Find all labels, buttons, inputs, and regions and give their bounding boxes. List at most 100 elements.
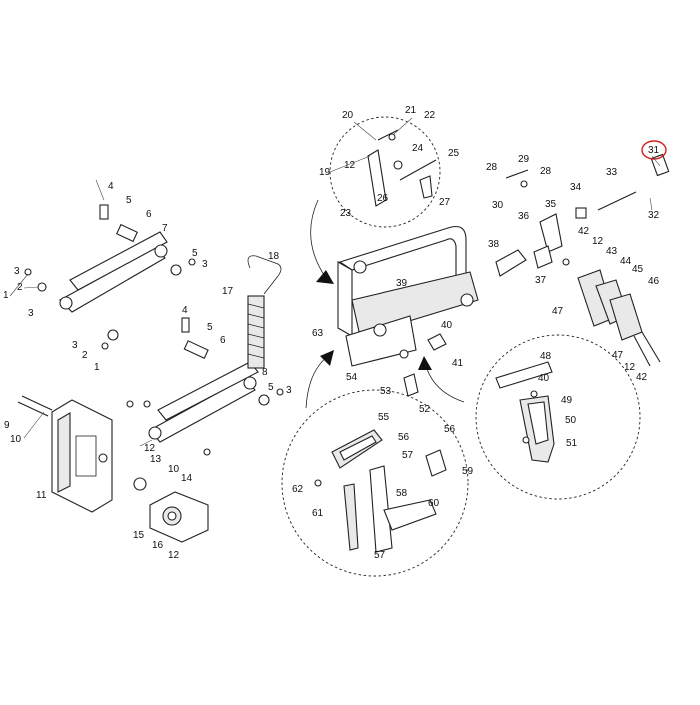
frame-crossmember [351, 271, 479, 337]
callout: 1 [94, 362, 100, 373]
nut-42 [562, 258, 570, 266]
callout: 55 [378, 412, 390, 423]
pivot-boss [148, 426, 162, 440]
callout: 6 [146, 209, 152, 220]
callout: 47 [612, 350, 624, 361]
callout: 14 [181, 473, 193, 484]
callout: 59 [462, 466, 474, 477]
callout: 7 [162, 223, 168, 234]
callout: 8 [262, 367, 268, 378]
callout: 16 [152, 540, 164, 551]
callout: 56 [444, 424, 456, 435]
callout: 37 [535, 275, 547, 286]
bracket-35 [539, 213, 563, 253]
pivot-boss [243, 376, 257, 390]
shaft-33 [597, 191, 637, 211]
callout: 4 [182, 305, 188, 316]
shank-61 [343, 483, 359, 551]
callout: 2 [82, 350, 88, 361]
washer [37, 282, 47, 292]
arm-23 [367, 149, 387, 207]
bolt [99, 204, 109, 220]
spring-coil [247, 295, 265, 369]
top-detail-parts [367, 129, 437, 207]
callout-labels: 4 5 6 7 5 3 3 2 1 3 18 17 4 5 6 3 2 1 8 … [3, 105, 660, 561]
callout: 62 [292, 484, 304, 495]
nut [143, 400, 151, 408]
shank-57 [369, 465, 393, 553]
callout: 19 [319, 167, 331, 178]
bottom-detail-parts [314, 429, 447, 553]
right-detail-parts [495, 361, 555, 463]
detail-circles [281, 116, 641, 577]
callout: 54 [346, 372, 358, 383]
bracket-hole [98, 453, 108, 463]
bushing [115, 223, 139, 243]
callout: 50 [565, 415, 577, 426]
callout: 41 [452, 358, 464, 369]
callout: 57 [402, 450, 414, 461]
pin-22 [388, 133, 396, 141]
mount-bracket [17, 395, 113, 513]
callout: 29 [518, 154, 530, 165]
washer-24 [393, 160, 403, 170]
washer [258, 394, 270, 406]
gearbox-shaft [167, 511, 177, 521]
callout: 10 [10, 434, 22, 445]
bolt [181, 317, 190, 333]
bushing [183, 340, 209, 360]
callout: 57 [374, 550, 386, 561]
arrowhead [320, 350, 334, 366]
nut [24, 268, 32, 276]
lower-arm-plate-back [157, 361, 259, 421]
callout: 35 [545, 199, 557, 210]
flow-arrows [305, 199, 465, 409]
washer [107, 329, 119, 341]
pivot-boss [154, 244, 168, 258]
callout: 5 [268, 382, 274, 393]
callout: 58 [396, 488, 408, 499]
callout: 26 [377, 193, 389, 204]
gearbox [133, 477, 209, 543]
frame-pivot [460, 293, 474, 307]
point-59 [425, 449, 447, 477]
callout: 46 [648, 276, 660, 287]
nut [101, 342, 109, 350]
pivot-boss [59, 296, 73, 310]
callout: 2 [17, 282, 23, 293]
callout: 40 [441, 320, 453, 331]
callout: 13 [150, 454, 162, 465]
detail-circle-bottom [281, 389, 469, 577]
clip-53 [403, 373, 419, 397]
callout: 20 [342, 110, 354, 121]
callout: 33 [606, 167, 618, 178]
callout: 15 [133, 530, 145, 541]
washer [170, 264, 182, 276]
callout: 3 [28, 308, 34, 319]
callout: 61 [312, 508, 324, 519]
callout: 5 [192, 248, 198, 259]
bracket-37 [533, 245, 553, 269]
snap-ring [133, 477, 147, 491]
callout: 12 [592, 236, 604, 247]
callout: 3 [286, 385, 292, 396]
detail-circle-top [329, 116, 441, 228]
sleeve-31 [650, 153, 670, 177]
callout: 27 [439, 197, 451, 208]
callout: 28 [540, 166, 552, 177]
frame-lower-plate [345, 315, 417, 367]
callout: 21 [405, 105, 417, 116]
leader-lines [9, 117, 661, 447]
callout: 60 [428, 498, 440, 509]
callout: 12 [624, 362, 636, 373]
bracket-40 [427, 333, 447, 351]
collar-34 [575, 207, 587, 219]
callout: 9 [4, 420, 10, 431]
callout: 12 [168, 550, 180, 561]
clamp-38 [495, 249, 527, 277]
spring-link [247, 255, 282, 295]
callout: 49 [561, 395, 573, 406]
plate-55-face [339, 435, 377, 461]
